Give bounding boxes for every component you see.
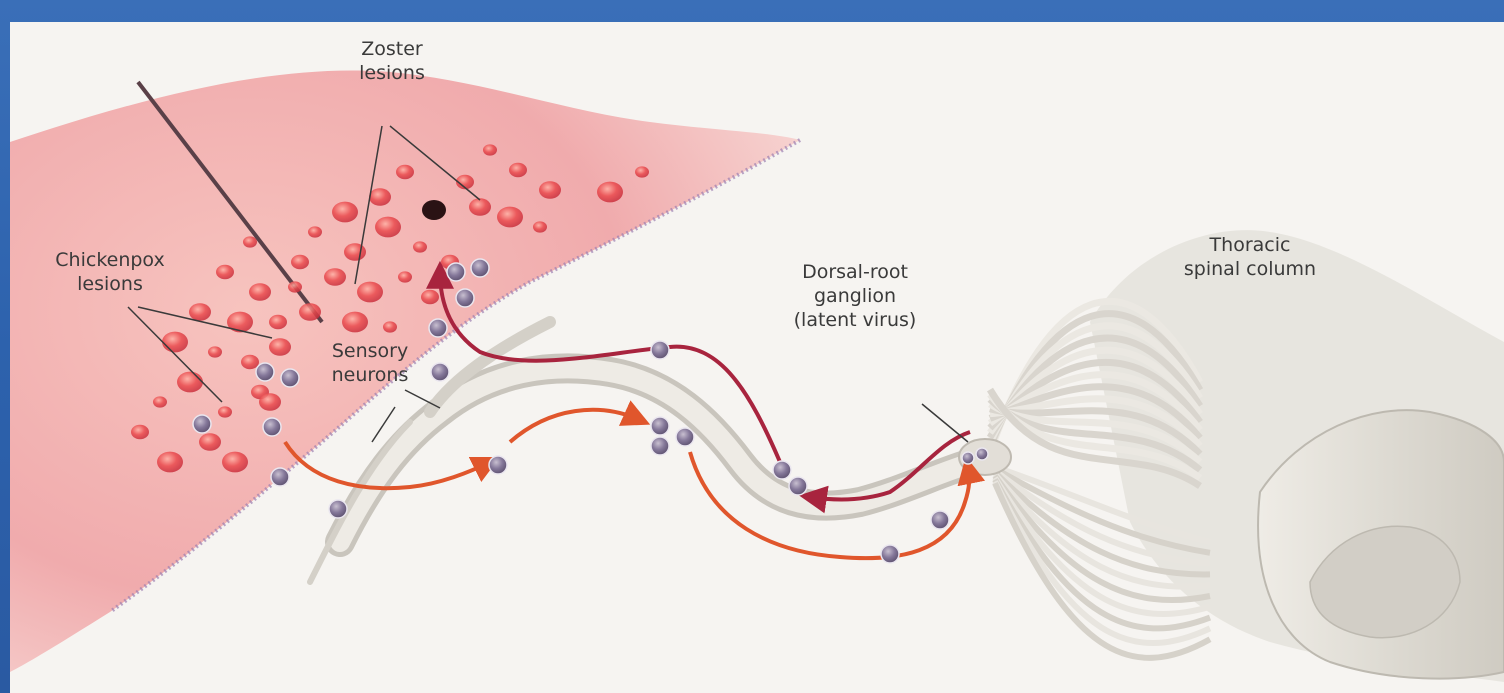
virus-particle [881, 545, 899, 563]
skin-lesion [597, 182, 623, 203]
virus-particle [976, 448, 988, 460]
virus-particle [447, 263, 465, 281]
skin-lesion [421, 290, 439, 304]
skin-lesion [208, 346, 222, 357]
skin-lesion [259, 393, 281, 411]
virus-particle [773, 461, 791, 479]
skin-lesion [533, 221, 547, 232]
skin-lesion [131, 425, 149, 439]
chickenpox-lesions-label: Chickenpox lesions [40, 248, 180, 296]
virus-particle [431, 363, 449, 381]
virus-particle [489, 456, 507, 474]
skin-lesion [509, 163, 527, 177]
virus-particle [256, 363, 274, 381]
virus-particle [471, 259, 489, 277]
skin-lesion [243, 236, 257, 247]
skin-lesion [332, 202, 358, 223]
skin-lesion [635, 166, 649, 177]
skin-lesion [396, 165, 414, 179]
skin-lesion [398, 271, 412, 282]
virus-particle [456, 289, 474, 307]
skin-lesion [162, 332, 188, 353]
skin-lesion [227, 312, 253, 333]
skin-lesion [413, 241, 427, 252]
skin-lesion [369, 188, 391, 206]
skin-lesion [324, 268, 346, 286]
skin-lesion [153, 396, 167, 407]
infection-arrow-middle [510, 410, 640, 442]
skin-lesion [497, 207, 523, 228]
skin-lesion [199, 433, 221, 451]
skin-lesion [177, 372, 203, 393]
skin-lesion [249, 283, 271, 301]
virus-particle [329, 500, 347, 518]
skin-lesion [469, 198, 491, 216]
skin-lesion [189, 303, 211, 321]
virus-particle [281, 369, 299, 387]
skin-lesion [291, 255, 309, 269]
skin-lesion [269, 315, 287, 329]
scab-lesion [422, 200, 446, 220]
skin-lesion [157, 452, 183, 473]
dorsal-root-ganglion-label: Dorsal-root ganglion (latent virus) [780, 260, 930, 332]
skin-lesion [342, 312, 368, 333]
virus-particle [263, 418, 281, 436]
skin-lesion [357, 282, 383, 303]
virus-particle [931, 511, 949, 529]
skin-lesion [375, 217, 401, 238]
virus-particle [789, 477, 807, 495]
skin-lesion [483, 144, 497, 155]
virus-particle [651, 437, 669, 455]
thoracic-spinal-column-label: Thoracic spinal column [1170, 233, 1330, 281]
zoster-pathway-diagram [10, 22, 1504, 693]
skin-lesion [269, 338, 291, 356]
skin-lesion [218, 406, 232, 417]
skin-lesion [222, 452, 248, 473]
virus-particle [651, 341, 669, 359]
skin-lesion [216, 265, 234, 279]
skin-lesion [383, 321, 397, 332]
skin-lesion [308, 226, 322, 237]
virus-particle [193, 415, 211, 433]
virus-particle [651, 417, 669, 435]
skin-lesion [344, 243, 366, 261]
skin-lesion [299, 303, 321, 321]
virus-particle [962, 452, 974, 464]
zoster-lesions-label: Zoster lesions [342, 37, 442, 85]
skin-lesion [539, 181, 561, 199]
illustration-panel: Zoster lesions Chickenpox lesions Sensor… [10, 22, 1504, 693]
virus-particle [271, 468, 289, 486]
virus-particle [429, 319, 447, 337]
skin-lesion [241, 355, 259, 369]
skin-lesion [288, 281, 302, 292]
sensory-neurons-label: Sensory neurons [315, 339, 425, 387]
virus-particle [676, 428, 694, 446]
